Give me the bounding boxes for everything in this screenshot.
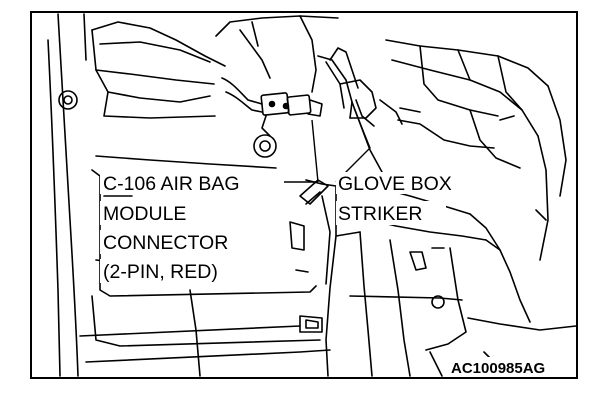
label-backgrounds	[100, 172, 574, 377]
leader-lines	[284, 107, 371, 183]
figure-id: AC100985AG	[451, 360, 545, 377]
connector-callout-line-1: C-106 AIR BAG	[103, 173, 240, 195]
connector-callout-line-3: CONNECTOR	[103, 232, 228, 254]
mounting-hole-lower	[431, 295, 445, 309]
connector-callout: C-106 AIR BAG MODULE CONNECTOR (2-PIN, R…	[103, 173, 240, 283]
striker-callout: GLOVE BOX STRIKER	[338, 173, 452, 225]
striker-leader	[335, 107, 371, 183]
dashboard-illustration	[47, 13, 577, 377]
striker-callout-line-2: STRIKER	[338, 203, 423, 225]
connector-leader-arrow	[311, 119, 319, 183]
mounting-hole-left	[58, 90, 78, 110]
mounting-hole-center	[253, 134, 277, 158]
connector-callout-line-2: MODULE	[103, 203, 186, 225]
connector-callout-line-4: (2-PIN, RED)	[103, 261, 218, 283]
striker-callout-line-1: GLOVE BOX	[338, 173, 452, 195]
